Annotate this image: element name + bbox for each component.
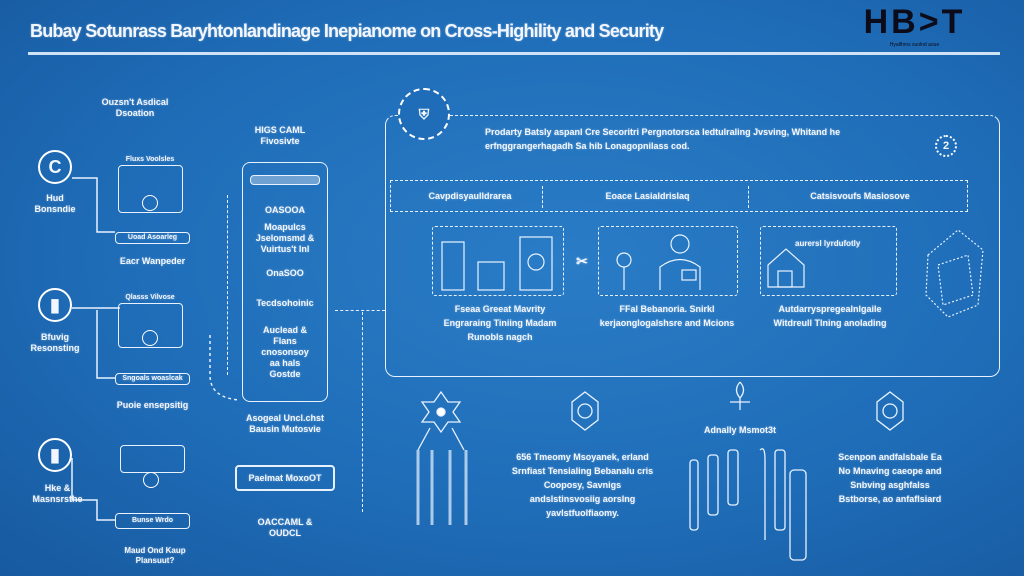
- bottom-caption: 656 Tmeomy Msoyanek, erland Srnfiast Ten…: [511, 452, 654, 518]
- left-item-caption: Maud Ond Kaup Plansuut?: [124, 546, 186, 565]
- column-header-row: [390, 180, 968, 212]
- shield-map-icon: [925, 229, 984, 318]
- device-box: [118, 303, 183, 348]
- fountain-pen-icon: [730, 381, 750, 410]
- panel-image: [760, 226, 897, 296]
- right-description: Prodarty Batsly aspanl Cre Secoritri Per…: [485, 127, 841, 151]
- middle-panel: [242, 162, 328, 402]
- device-bar-label: Uoad Asoarleg: [127, 234, 178, 241]
- middle-action-button[interactable]: Paelmat MoxoOT: [235, 465, 335, 491]
- number-badge-icon: 2: [935, 135, 957, 157]
- logo-text: HB>T: [863, 3, 966, 41]
- middle-panel-item: Tecdsohoinic: [256, 298, 314, 308]
- middle-panel-header: [250, 175, 320, 185]
- gear-badge-center: [577, 403, 593, 419]
- bottom-caption: Scenpon andfalsbale Ea No Mnaving caeope…: [838, 452, 942, 504]
- device-title: Fluxs Voolsles: [125, 156, 175, 163]
- logo-subtitle: Hyalthms suolnd aoue: [889, 42, 940, 48]
- device-bar: Sngoals woaslcak: [115, 373, 190, 385]
- battery-circle-icon: ▮: [38, 288, 72, 322]
- title-divider: [28, 52, 1000, 55]
- panel-inset-label: aurersl lyrdufotly: [795, 239, 861, 248]
- page-title: Bubay Sotunrass Baryhtonlandinage Inepia…: [30, 21, 664, 41]
- gear-icon: [143, 472, 159, 488]
- left-item-label: Hke & Masnsrsthe: [32, 483, 83, 504]
- panel-image: [432, 226, 564, 296]
- device-title: Qlasss Vilvose: [125, 294, 175, 301]
- column-divider: [542, 186, 543, 208]
- panel-caption: Fseaa Greeat Mavrity Engraraing Tiniing …: [443, 304, 557, 342]
- star-icon: [420, 390, 462, 434]
- middle-heading: HIGS CAML Fivosivte: [254, 125, 306, 146]
- left-item-caption: Eacr Wanpeder: [119, 256, 186, 266]
- device-bar: Bunse Wrdo: [115, 513, 190, 529]
- star-center-dot: [436, 407, 446, 417]
- column-header: Cavpdisyaulldrarea: [428, 191, 512, 201]
- bottom-caption: Adnally Msmot3t: [703, 425, 776, 435]
- logo: HB>T Hyalthms suolnd aoue: [842, 2, 987, 50]
- middle-footer: OACCAML & OUDCL: [257, 517, 313, 538]
- panel-caption: Autdarryspregealnlgaile Witdreull Tlning…: [773, 304, 887, 328]
- device-bar-label: Bunse Wrdo: [131, 517, 174, 524]
- middle-panel-item: Auclead & Flans cnosonsoy aa hals Gostde: [261, 325, 309, 379]
- gear-badge-icon: [876, 391, 904, 431]
- middle-panel-item: OnaSOO: [266, 268, 304, 278]
- middle-panel-item: OASOOA: [264, 205, 305, 215]
- right-frame: [385, 115, 1000, 377]
- left-item-label: Bfuvig Resonsting: [30, 332, 80, 353]
- copyright-circle-icon: C: [38, 150, 72, 184]
- middle-connector: [335, 310, 385, 311]
- device-bar: Uoad Asoarleg: [115, 232, 190, 244]
- left-heading: Ouzsn't Asdical Dsoation: [101, 97, 169, 118]
- hanging-rods: [416, 450, 468, 525]
- gear-badge-icon: [571, 391, 599, 431]
- middle-note: Asogeal Uncl.chst Bausin Mutosvie: [245, 413, 325, 434]
- panel-caption: FFal Bebanoria. Snirkl kerjaonglogalshsr…: [599, 304, 735, 328]
- person-icon: [616, 234, 701, 290]
- left-item-caption: Puoie ensepsitig: [116, 400, 189, 410]
- column-header: Eoace Lasialdrislaq: [605, 191, 690, 201]
- house-icon: [767, 248, 805, 288]
- gear-badge-center: [882, 403, 898, 419]
- panel-image: [598, 226, 738, 296]
- gear-icon: [142, 330, 158, 346]
- middle-divider: [227, 195, 228, 375]
- emblem-icon: ⛨: [398, 88, 450, 140]
- star-strings: [417, 427, 465, 451]
- left-item-label: Hud Bonsndie: [34, 193, 76, 214]
- column-header: Catsisvoufs Masiosove: [810, 191, 910, 201]
- vials-icon: [689, 448, 807, 561]
- device-bar-label: Sngoals woaslcak: [122, 375, 183, 382]
- device-box: [118, 165, 183, 213]
- panel-link-icon: ✂: [576, 253, 588, 269]
- building-icon: [441, 236, 553, 291]
- column-divider: [748, 186, 749, 208]
- middle-vertical-line: [362, 312, 363, 512]
- gear-icon: [142, 195, 158, 211]
- middle-action-button-label: Paelmat MoxoOT: [248, 472, 322, 483]
- bottle-circle-icon: ▮: [38, 438, 72, 472]
- middle-panel-item: Moapulcs Jselomsmd & Vuirtus't Inl: [255, 222, 315, 254]
